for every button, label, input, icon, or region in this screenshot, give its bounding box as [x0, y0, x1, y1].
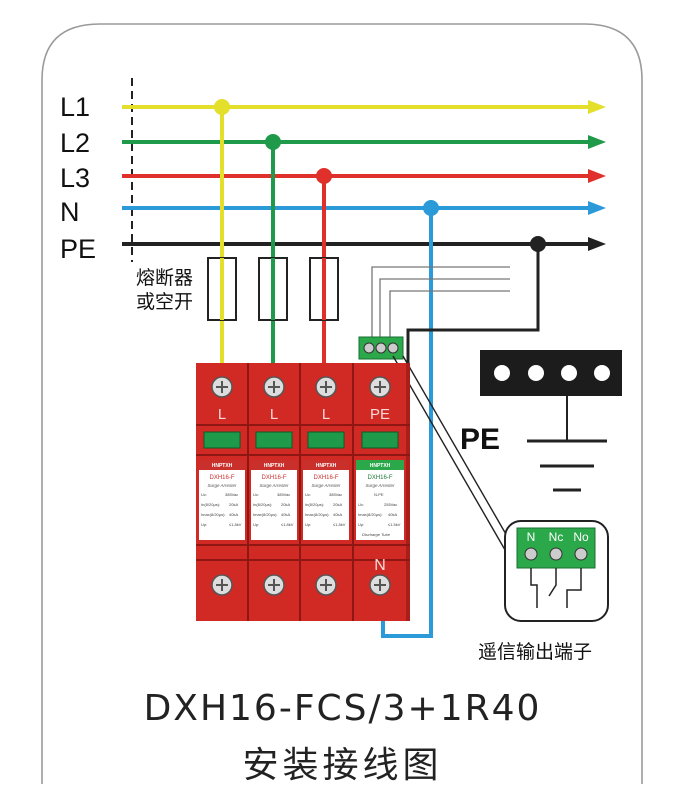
terminal-label-n-bottom: N	[374, 557, 386, 574]
svg-text:Uc:: Uc:	[201, 492, 207, 497]
signal-wire-2	[379, 278, 510, 344]
svg-text:20kA: 20kA	[229, 502, 238, 507]
svg-text:Up:: Up:	[305, 522, 311, 527]
svg-text:Imax(8/20μs):: Imax(8/20μs):	[358, 512, 383, 517]
spec-type-1: Surge Arrester	[207, 483, 237, 488]
svg-text:In(8/20μs):: In(8/20μs):	[305, 502, 324, 507]
svg-text:Up:: Up:	[253, 522, 259, 527]
spec-brand-1: HNPTXH	[212, 463, 233, 469]
spec-label-3	[303, 460, 349, 540]
remote-signal-label: 遥信输出端子	[478, 641, 592, 663]
svg-text:Imax(8/20μs):: Imax(8/20μs):	[253, 512, 278, 517]
remote-screw-n	[524, 547, 538, 561]
junction-l1	[214, 99, 230, 115]
svg-text:40kA: 40kA	[333, 512, 342, 517]
terminal-label-1: L	[218, 406, 226, 423]
junction-pe	[530, 236, 546, 252]
arrow-l2	[588, 135, 606, 149]
svg-text:Imax(8/20μs):: Imax(8/20μs):	[201, 512, 226, 517]
spec-footer-4: Discharge Tube	[362, 532, 391, 537]
line-label-pe: PE	[60, 234, 96, 264]
remote-terminal-label-n: N	[527, 530, 536, 544]
pe-ground-label: PE	[460, 423, 500, 456]
pe-bar-hole-1	[494, 365, 510, 381]
svg-text:≤1.8kV: ≤1.8kV	[281, 522, 294, 527]
svg-text:Uc:: Uc:	[305, 492, 311, 497]
junction-l2	[265, 134, 281, 150]
spec-model-2: DXH16-F	[261, 475, 286, 481]
svg-text:20kA: 20kA	[281, 502, 290, 507]
arrow-l3	[588, 169, 606, 183]
svg-text:385Vac: 385Vac	[277, 492, 290, 497]
svg-text:255Vac: 255Vac	[384, 502, 397, 507]
svg-text:40kA: 40kA	[229, 512, 238, 517]
svg-text:Imax(8/20μs):: Imax(8/20μs):	[305, 512, 330, 517]
spec-model-3: DXH16-F	[313, 475, 338, 481]
spec-brand-4: HNPTXH	[370, 463, 391, 469]
callout-leader-1	[392, 355, 513, 563]
arrow-pe	[588, 237, 606, 251]
remote-terminal-label-nc: Nc	[549, 530, 564, 544]
fuse-label-line1: 熔断器	[136, 267, 193, 289]
line-label-l3: L3	[60, 163, 90, 193]
line-label-l1: L1	[60, 92, 90, 122]
status-window-4	[361, 431, 399, 449]
status-window-2	[255, 431, 293, 449]
spec-type-3: Surge Arrester	[311, 483, 341, 488]
svg-text:20kA: 20kA	[333, 502, 342, 507]
spec-label-2	[251, 460, 297, 540]
wire-pe-module	[406, 244, 540, 363]
spec-model-4: DXH16-F	[367, 475, 392, 481]
pe-bar-hole-2	[528, 365, 544, 381]
spec-brand-2: HNPTXH	[264, 463, 285, 469]
svg-text:40kA: 40kA	[388, 512, 397, 517]
junction-n	[423, 200, 439, 216]
remote-screw-no	[574, 547, 588, 561]
status-window-1	[203, 431, 241, 449]
svg-text:40kA: 40kA	[281, 512, 290, 517]
svg-text:Uc:: Uc:	[253, 492, 259, 497]
spec-label-4	[356, 460, 404, 540]
contact-switch-symbol	[530, 568, 582, 608]
svg-text:Uc:: Uc:	[358, 502, 364, 507]
signal-wire-3	[389, 290, 510, 344]
svg-text:385Vac: 385Vac	[329, 492, 342, 497]
model-title: DXH16-FCS/3+1R40	[143, 688, 542, 729]
pe-bar-hole-3	[561, 365, 577, 381]
line-label-n: N	[60, 197, 80, 227]
callout-leader-2	[402, 355, 519, 556]
svg-text:≤1.8kV: ≤1.8kV	[333, 522, 346, 527]
spec-type-4: Surge Arrester	[365, 483, 395, 488]
remote-screw-nc	[549, 547, 563, 561]
frame-border	[41, 23, 643, 784]
svg-text:In(8/20μs):: In(8/20μs):	[201, 502, 220, 507]
arrow-l1	[588, 100, 606, 114]
terminal-label-4: PE	[370, 406, 390, 423]
spec-label-1	[199, 460, 245, 540]
svg-text:385Vac: 385Vac	[225, 492, 238, 497]
status-window-3	[307, 431, 345, 449]
spec-type-2: Surge Arrester	[259, 483, 289, 488]
svg-text:Up:: Up:	[201, 522, 207, 527]
spec-model-1: DXH16-F	[209, 475, 234, 481]
junction-l3	[316, 168, 332, 184]
spec-brand-3: HNPTXH	[316, 463, 337, 469]
svg-text:≤1.8kV: ≤1.8kV	[229, 522, 242, 527]
arrow-n	[588, 201, 606, 215]
line-label-l2: L2	[60, 128, 90, 158]
svg-text:Up:: Up:	[358, 522, 364, 527]
fuse-label-line2: 或空开	[136, 291, 193, 313]
remote-terminal-label-no: No	[573, 530, 589, 544]
terminal-label-2: L	[270, 406, 278, 423]
diagram-subtitle: 安装接线图	[242, 745, 443, 786]
svg-text:≤1.5kV: ≤1.5kV	[388, 522, 401, 527]
pe-bar-hole-4	[594, 365, 610, 381]
signal-wire-1	[371, 266, 510, 344]
svg-text:N-PE: N-PE	[374, 492, 384, 497]
svg-text:In(8/20μs):: In(8/20μs):	[253, 502, 272, 507]
terminal-label-3: L	[322, 406, 330, 423]
